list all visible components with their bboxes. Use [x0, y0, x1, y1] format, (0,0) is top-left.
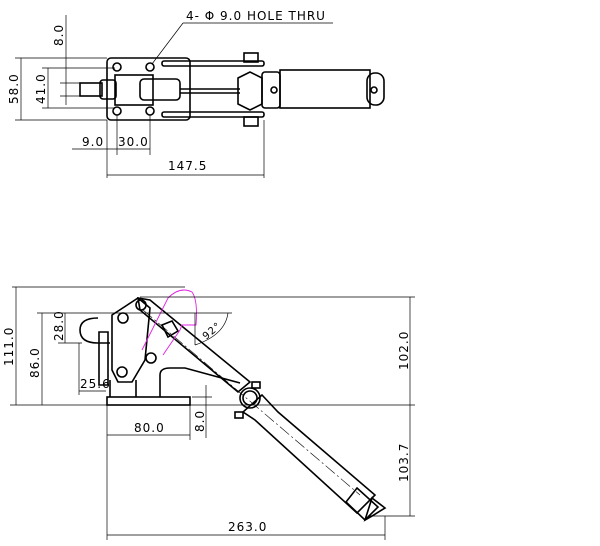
dim-103-7: 103.7 — [397, 443, 411, 482]
side-view: 111.0 86.0 28.0 25.6 80.0 8.0 92° 102.0 … — [2, 286, 415, 540]
rod-end — [139, 78, 181, 101]
pivot-pin — [117, 312, 129, 324]
dim-58: 58.0 — [7, 73, 21, 104]
mount-hole — [145, 62, 155, 72]
base-plate-side — [106, 396, 191, 406]
bolt-head — [251, 381, 261, 389]
dim-8-top: 8.0 — [52, 24, 66, 46]
cylinder-body — [279, 69, 371, 109]
linkage-block — [114, 74, 154, 106]
bolt-head — [243, 52, 259, 63]
dim-25-6: 25.6 — [80, 377, 111, 391]
top-view: 58.0 41.0 8.0 9.0 30.0 147.5 4- Φ 9.0 HO… — [7, 9, 385, 178]
cylinder-pivot-inner — [242, 390, 258, 406]
base-plate-top — [106, 57, 191, 121]
angle-arc — [194, 312, 229, 346]
dim-147-5: 147.5 — [168, 159, 207, 173]
bolt-head — [243, 116, 259, 127]
dim-86: 86.0 — [28, 347, 42, 378]
cylinder-body-side — [241, 393, 377, 515]
port — [370, 86, 378, 94]
bolt-head — [234, 411, 244, 419]
spindle-bar — [98, 331, 109, 386]
side-bar-upper — [161, 60, 265, 67]
dim-80: 80.0 — [134, 421, 165, 435]
mount-hole — [145, 106, 155, 116]
dim-28: 28.0 — [52, 310, 66, 341]
dim-30: 30.0 — [118, 135, 149, 149]
linkage-bar — [137, 297, 252, 394]
dim-111: 111.0 — [2, 327, 16, 366]
spindle-nose — [79, 317, 110, 344]
cylinder-end-cap — [366, 72, 385, 106]
cylinder-nut — [237, 71, 263, 111]
linkage-nut — [160, 320, 180, 339]
pivot-pin — [116, 366, 128, 378]
body-outline — [109, 367, 241, 397]
dim-263: 263.0 — [228, 520, 267, 534]
spindle — [79, 82, 103, 97]
spindle-holder — [99, 79, 117, 100]
dim-41: 41.0 — [34, 73, 48, 104]
pivot-pin — [145, 352, 157, 364]
hole-note: 4- Φ 9.0 HOLE THRU — [186, 9, 326, 23]
dim-angle: 92° — [201, 321, 224, 343]
dim-8-side: 8.0 — [193, 410, 207, 432]
open-position-outline — [141, 289, 197, 356]
cylinder-pivot — [239, 387, 261, 409]
side-bar-lower — [161, 111, 265, 118]
port — [270, 86, 278, 94]
dim-102: 102.0 — [397, 331, 411, 370]
dim-9: 9.0 — [82, 135, 104, 149]
mount-hole — [112, 62, 122, 72]
